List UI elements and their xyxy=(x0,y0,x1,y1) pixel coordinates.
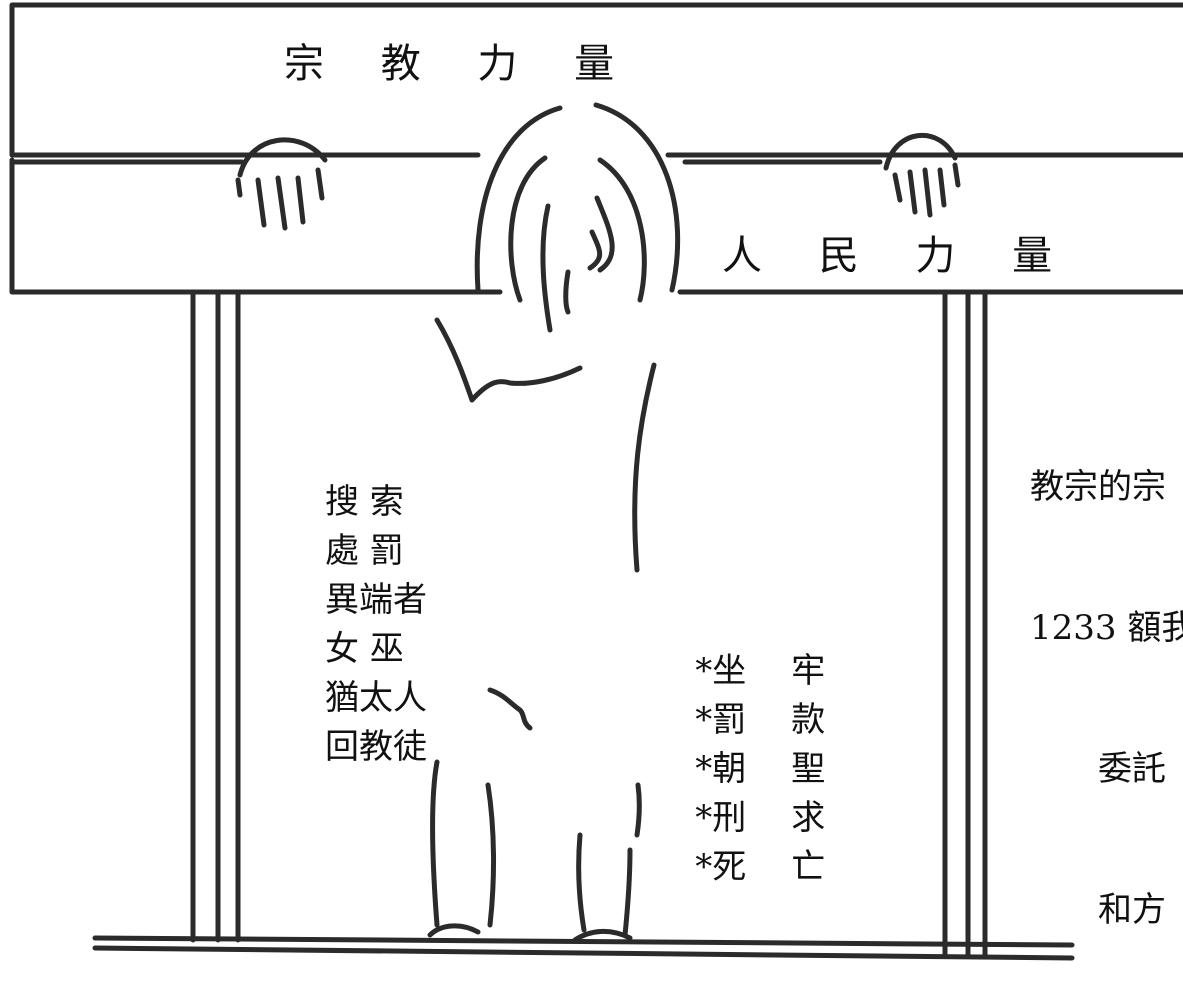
list-item: 異端者 xyxy=(325,580,427,620)
left-hand xyxy=(235,137,328,231)
side-note-line: 1233 額我 xyxy=(1030,608,1183,648)
list-item: 猶太人 xyxy=(325,678,427,718)
stocks-lower-beam xyxy=(9,157,1183,295)
feet xyxy=(427,923,633,943)
stocks-base xyxy=(92,935,1075,961)
leg-left-1 xyxy=(429,759,440,928)
list-item: *罰 款 xyxy=(652,647,825,740)
list-item: *死 亡 xyxy=(652,794,825,887)
persecution-target-list: 搜 索 處 罰 異端者 女 巫 猶太人 回教徒 xyxy=(325,478,427,772)
hair-inner-right xyxy=(597,157,647,303)
side-note-line: 委託 xyxy=(1098,749,1166,789)
list-item: *刑 求 xyxy=(652,745,825,838)
punishment-list: *坐 牢 *罰 款 *朝 聖 *刑 求 *死 亡 xyxy=(652,598,825,887)
leg-right-2 xyxy=(622,847,633,938)
side-note-line: 和方 xyxy=(1098,890,1166,930)
hair-outer-right xyxy=(593,102,681,293)
leg-left-2 xyxy=(485,782,497,928)
hair-outer-left xyxy=(474,105,563,293)
punishment-suffix: 牢 xyxy=(791,651,826,691)
punishment-suffix: 聖 xyxy=(791,749,826,789)
punishment-prefix: *朝 xyxy=(695,749,747,789)
hair-strand-2 xyxy=(594,195,615,273)
punishment-suffix: 款 xyxy=(791,700,826,740)
list-item: *坐 牢 xyxy=(652,598,825,691)
body-left-side xyxy=(434,317,583,403)
right-hand xyxy=(883,133,961,218)
religious-power-label: 宗 教 力 量 xyxy=(284,41,637,87)
leg-right-1 xyxy=(576,832,587,933)
punishment-suffix: 求 xyxy=(791,798,826,838)
list-item: *朝 聖 xyxy=(652,696,825,789)
punishment-prefix: *死 xyxy=(695,847,747,887)
list-item: 回教徒 xyxy=(325,727,427,767)
leg-right-3 xyxy=(634,782,642,838)
hair-strand-4 xyxy=(587,229,603,271)
list-item: 女 巫 xyxy=(325,629,404,669)
hair-inner-left xyxy=(508,155,548,303)
stocks-frame xyxy=(9,2,1183,961)
hair-strand-3 xyxy=(563,269,571,315)
list-item: 處 罰 xyxy=(325,531,404,571)
hair-strand-1 xyxy=(540,203,553,333)
stocks-right-post xyxy=(942,289,988,958)
list-item: 搜 索 xyxy=(325,482,404,522)
punishment-prefix: *罰 xyxy=(695,700,747,740)
side-note-line: 教宗的宗 xyxy=(1030,467,1166,507)
side-note: 教宗的宗 1233 額我 委託 和方 xyxy=(1030,370,1183,981)
punishment-prefix: *坐 xyxy=(695,651,747,691)
people-power-label: 人 民 力 量 xyxy=(722,233,1075,279)
body-mark xyxy=(487,687,533,731)
prisoner-figure xyxy=(235,102,961,943)
stocks-left-post xyxy=(190,289,241,943)
punishment-prefix: *刑 xyxy=(695,798,747,838)
body-right-side xyxy=(632,362,657,573)
punishment-suffix: 亡 xyxy=(791,847,826,887)
